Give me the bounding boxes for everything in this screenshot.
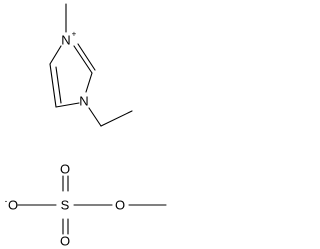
atom-label-o-ester: O [115,198,125,213]
ring-bond-n1-c5 [55,102,80,108]
atom-label-o-minus: O [8,198,18,213]
ring-double-bond-c5-c4-inner [55,66,62,104]
atom-label-o-top: O [60,162,70,177]
methyl-sulfate-anion: O - S O O O [5,162,167,249]
atom-label-n-top: N [61,33,70,48]
ring-bond-c5-c4 [49,63,57,108]
imidazolium-cation: N + N [49,3,133,127]
negative-charge-label: - [5,197,8,206]
n-ethyl-bond-2 [100,110,133,127]
atom-label-sulfur: S [61,198,70,213]
ring-bond-c2-n1 [85,72,93,93]
positive-charge-label: + [72,30,77,39]
ring-double-bond-n3-c2-inner [77,43,96,71]
ring-bond-c4-n3 [49,45,62,65]
n-ethyl-bond-1 [88,107,102,127]
ring-bond-n3-c2 [73,45,93,74]
chemical-structure-diagram: N + N O - S O O O [5,3,167,249]
atom-label-n-bottom: N [79,94,88,109]
atom-label-o-bottom: O [60,234,70,249]
